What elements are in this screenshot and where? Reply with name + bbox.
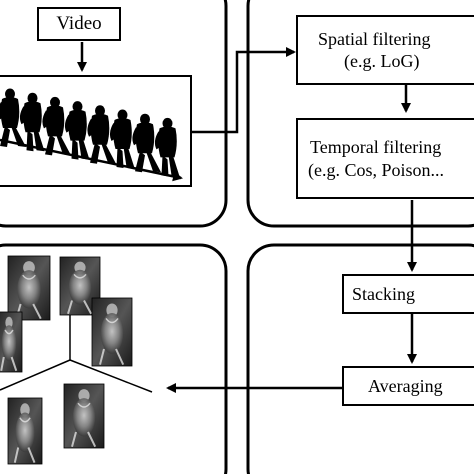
temporal-filtering-title: Temporal filtering bbox=[310, 137, 442, 157]
temporal-filtering-example: (e.g. Cos, Poison... bbox=[308, 159, 445, 180]
temporal-filtering-box: Temporal filtering (e.g. Cos, Poison... bbox=[296, 118, 474, 199]
gait-energy-image bbox=[7, 397, 43, 465]
walker-silhouette bbox=[19, 92, 45, 152]
panel-video bbox=[0, 0, 228, 228]
walker-silhouette bbox=[42, 96, 71, 156]
walker-silhouette bbox=[64, 101, 90, 160]
stacking-label: Stacking bbox=[352, 283, 415, 304]
panel-aggregation bbox=[246, 243, 474, 474]
spatial-filtering-example: (e.g. LoG) bbox=[344, 51, 420, 71]
axis-right bbox=[69, 359, 153, 393]
spatial-filtering-box: Spatial filtering (e.g. LoG) bbox=[296, 15, 474, 85]
walker-silhouette bbox=[87, 105, 116, 164]
walker-silhouette bbox=[109, 109, 135, 168]
walker-silhouettes bbox=[0, 88, 180, 177]
gait-energy-image bbox=[0, 311, 23, 373]
panel-filtering bbox=[246, 0, 474, 228]
arrow-strip-to-spatial bbox=[192, 47, 296, 134]
stacking-box: Stacking bbox=[342, 274, 474, 314]
walker-silhouette bbox=[0, 88, 26, 147]
panel-result bbox=[0, 243, 228, 474]
averaging-label: Averaging bbox=[368, 375, 443, 396]
averaging-box: Averaging bbox=[342, 366, 474, 406]
walker-silhouette bbox=[154, 117, 180, 177]
gait-energy-image bbox=[7, 255, 51, 321]
gait-energy-images bbox=[0, 255, 133, 465]
gait-energy-image bbox=[63, 383, 105, 449]
video-label: Video bbox=[56, 13, 102, 35]
axis-left bbox=[0, 359, 71, 391]
gait-energy-image bbox=[91, 297, 133, 367]
video-box: Video bbox=[37, 7, 121, 41]
spatial-filtering-title: Spatial filtering bbox=[318, 28, 431, 49]
walker-silhouette bbox=[132, 113, 161, 173]
